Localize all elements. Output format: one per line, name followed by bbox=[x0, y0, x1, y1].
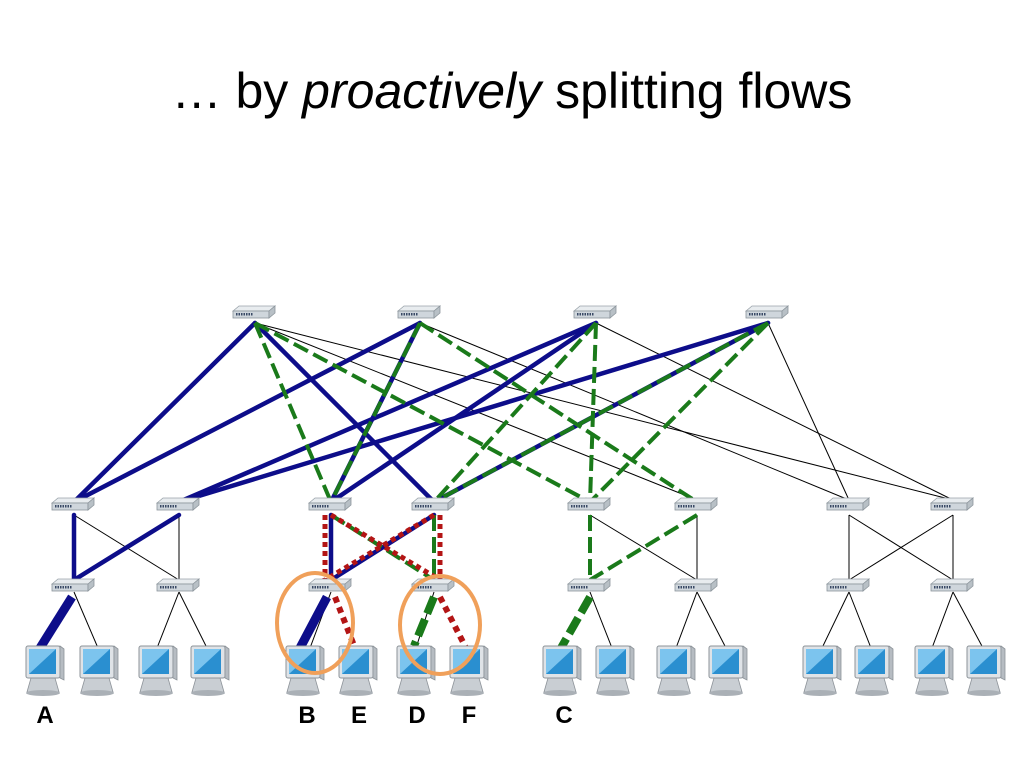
title-emphasis: proactively bbox=[302, 63, 542, 119]
host-label-b: B bbox=[298, 702, 315, 729]
red-flow-links bbox=[322, 512, 443, 583]
computer-icon bbox=[656, 645, 696, 697]
computer-icon bbox=[25, 645, 65, 697]
agg-switch-icon bbox=[567, 497, 611, 511]
core-switch-icon bbox=[397, 305, 441, 319]
host-label-a: A bbox=[36, 702, 53, 729]
computer-icon bbox=[966, 645, 1006, 697]
host-label-e: E bbox=[351, 702, 367, 729]
blue-flow-links bbox=[71, 320, 771, 583]
agg-switch-icon bbox=[826, 497, 870, 511]
host-labels: A B E D F C bbox=[36, 702, 572, 729]
edge-switch-icon bbox=[156, 578, 200, 592]
agg-switch-icon bbox=[308, 497, 352, 511]
edge-switch-icon bbox=[930, 578, 974, 592]
slide-title: … by proactively splitting flows bbox=[0, 62, 1024, 120]
agg-switch-icon bbox=[411, 497, 455, 511]
core-switch-icon bbox=[232, 305, 276, 319]
edge-switches bbox=[51, 578, 974, 592]
green-flow-links bbox=[253, 321, 770, 582]
agg-switch-icon bbox=[156, 497, 200, 511]
thin-links bbox=[73, 322, 984, 649]
title-suffix: splitting flows bbox=[541, 63, 853, 119]
host-label-c: C bbox=[555, 702, 572, 729]
computer-icon bbox=[190, 645, 230, 697]
highlight-ellipse-df bbox=[398, 574, 482, 676]
agg-switch-icon bbox=[51, 497, 95, 511]
edge-switch-icon bbox=[674, 578, 718, 592]
edge-switch-icon bbox=[51, 578, 95, 592]
computer-icon bbox=[914, 645, 954, 697]
computer-icon bbox=[595, 645, 635, 697]
hosts bbox=[25, 645, 1006, 697]
host-label-f: F bbox=[462, 702, 477, 729]
computer-icon bbox=[138, 645, 178, 697]
edge-switch-icon bbox=[826, 578, 870, 592]
highlight-ellipse-b bbox=[275, 571, 355, 675]
title-prefix: … by bbox=[171, 63, 303, 119]
computer-icon bbox=[708, 645, 748, 697]
edge-switch-icon bbox=[567, 578, 611, 592]
host-label-d: D bbox=[408, 702, 425, 729]
host-access-flows bbox=[36, 594, 594, 651]
computer-icon bbox=[542, 645, 582, 697]
aggregation-switches bbox=[51, 497, 974, 511]
core-switch-icon bbox=[745, 305, 789, 319]
computer-icon bbox=[79, 645, 119, 697]
agg-switch-icon bbox=[674, 497, 718, 511]
highlight-circles bbox=[275, 571, 482, 676]
core-switch-icon bbox=[573, 305, 617, 319]
agg-switch-icon bbox=[930, 497, 974, 511]
computer-icon bbox=[802, 645, 842, 697]
computer-icon bbox=[854, 645, 894, 697]
core-switches bbox=[232, 305, 789, 319]
